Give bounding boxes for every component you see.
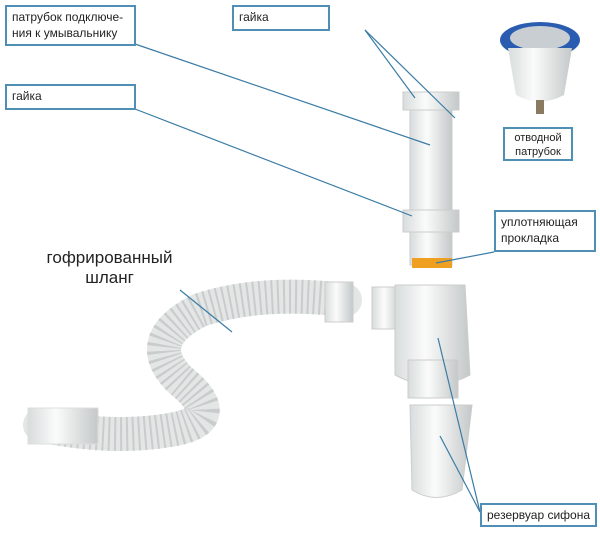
label-nut-left: гайка: [5, 84, 136, 110]
drain-plug: [500, 22, 580, 114]
leader-lines: [134, 29, 495, 513]
reservoir-cup: [409, 404, 473, 498]
label-nut-top: гайка: [232, 5, 330, 31]
siphon-body: [371, 284, 471, 399]
label-reservoir: резервуар сифона: [480, 503, 597, 527]
label-gasket: уплотняющая прокладка: [494, 210, 596, 252]
vertical-pipe: [402, 91, 460, 266]
gasket: [412, 258, 452, 268]
corrugated-hose: [23, 279, 362, 451]
label-hose: гофрированный шланг: [46, 248, 173, 287]
label-inlet-pipe: патрубок подключе-ния к умывальнику: [5, 5, 136, 46]
label-outlet: отводной патрубок: [503, 127, 573, 161]
